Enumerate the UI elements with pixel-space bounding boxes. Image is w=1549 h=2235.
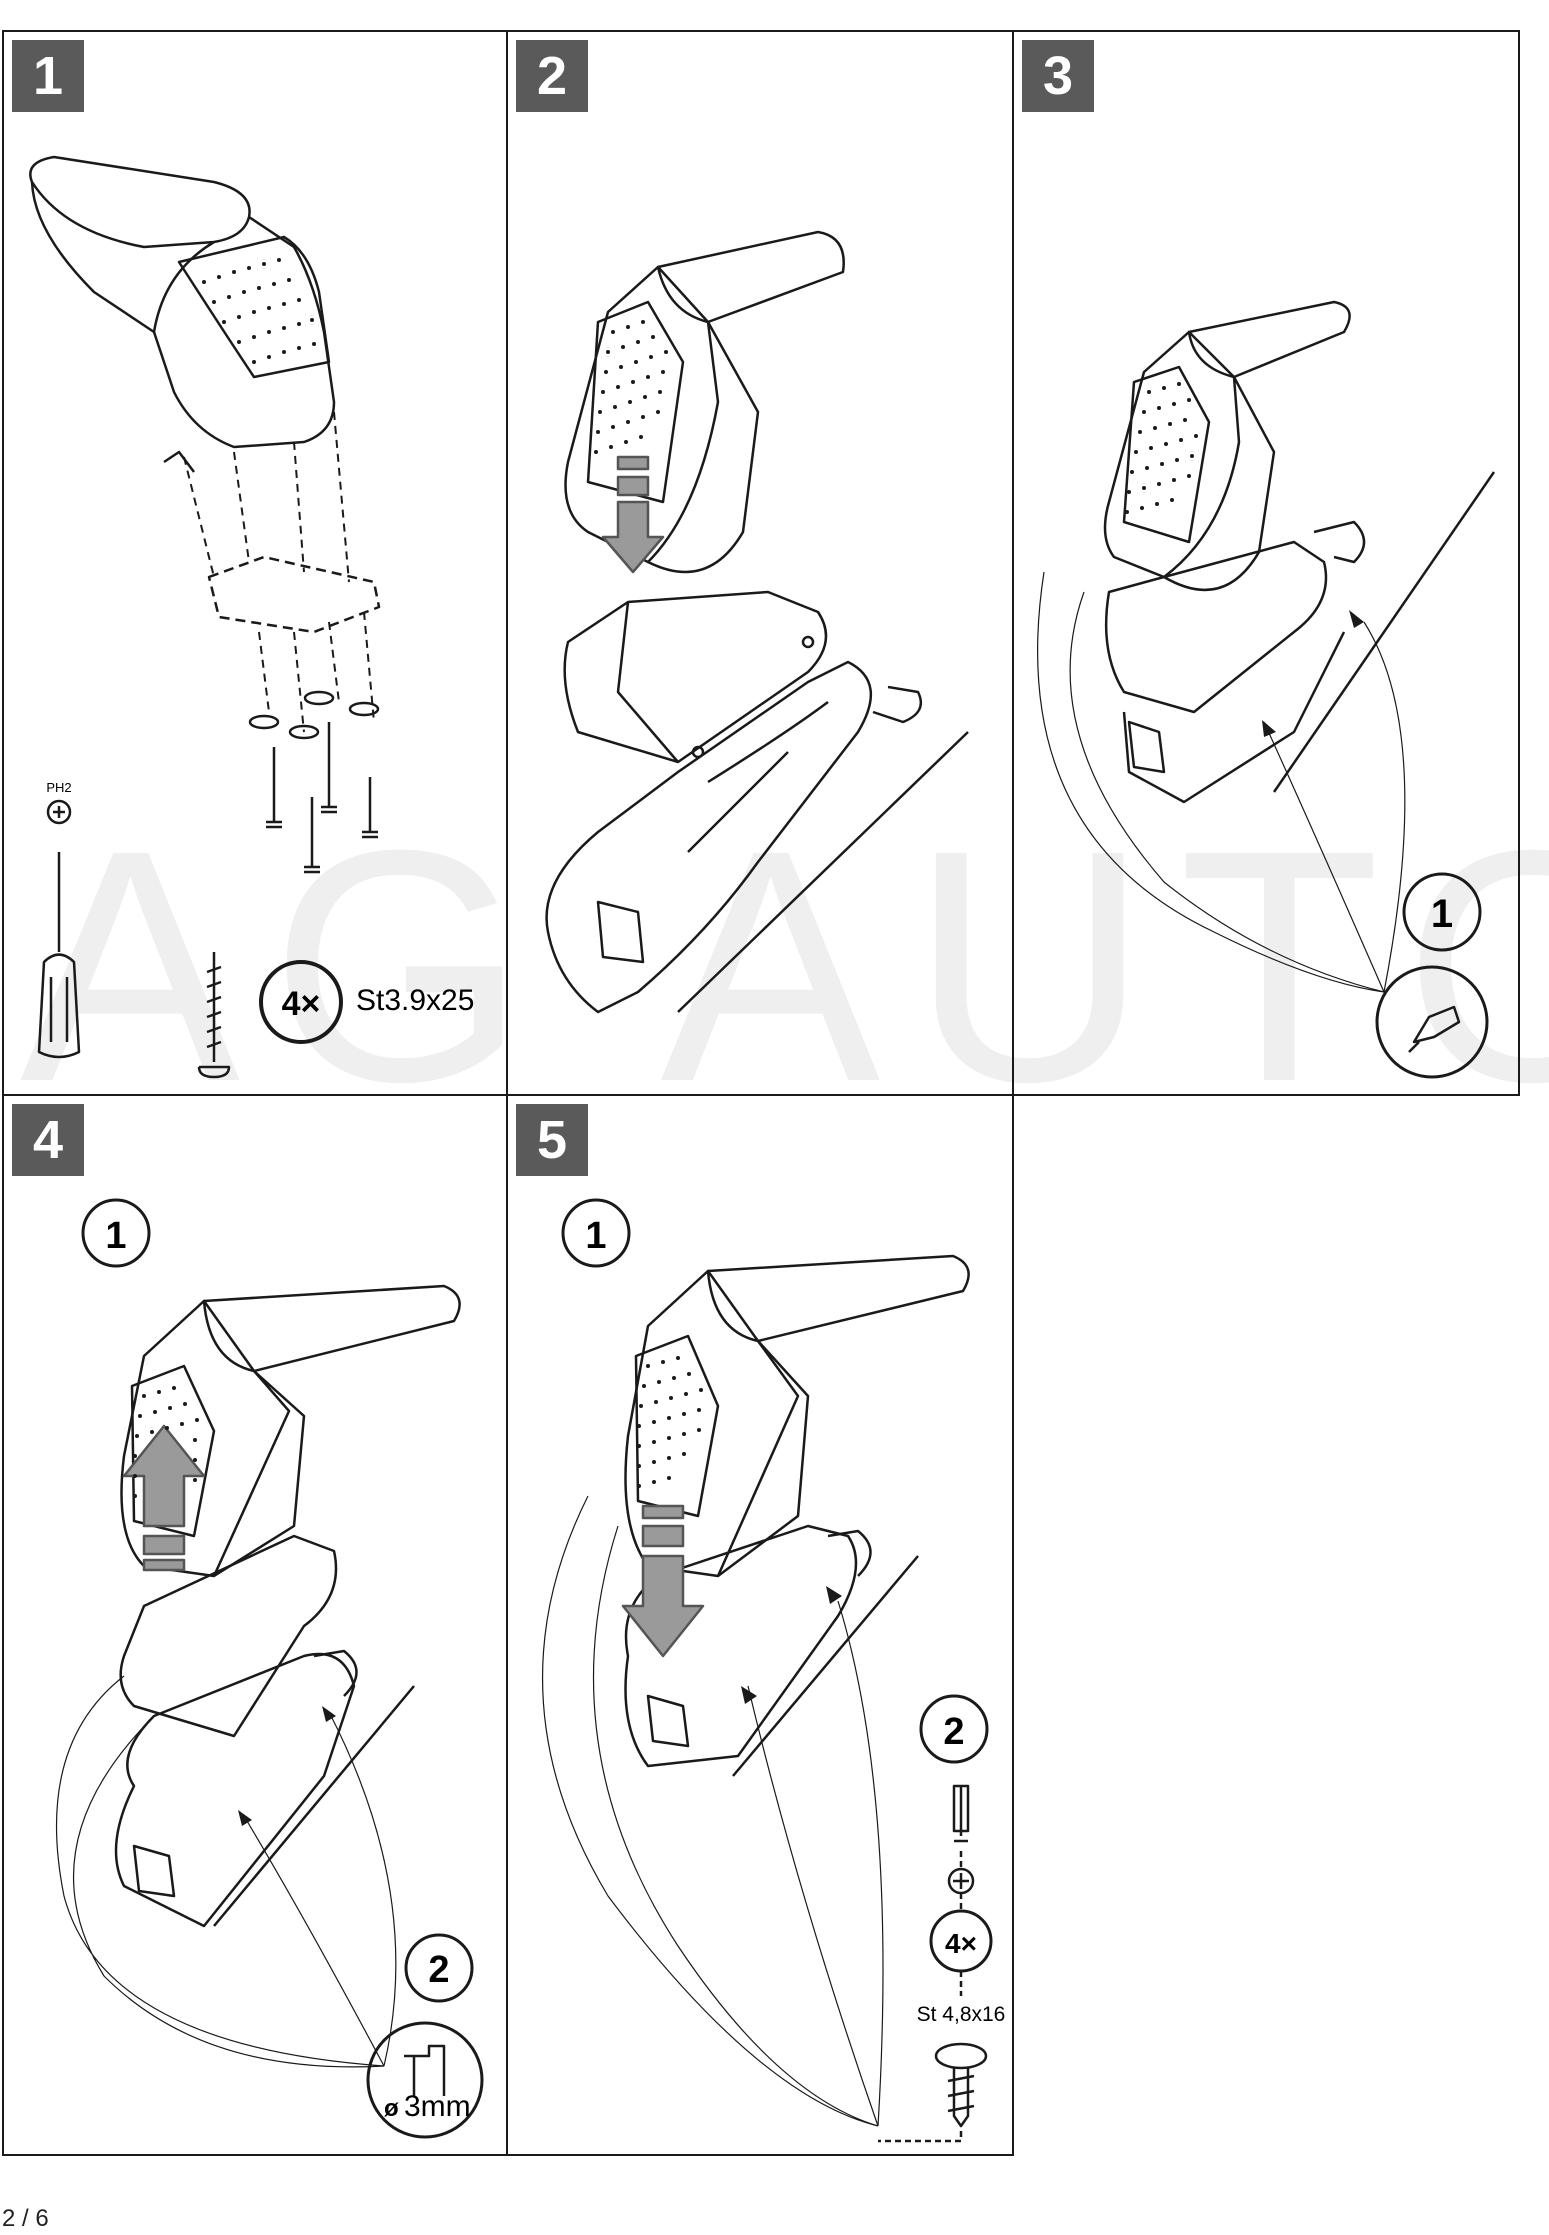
step-1-panel: 1 — [2, 30, 508, 1096]
step-5-callout-bottom: 2 — [943, 1711, 964, 1753]
screw-spec: St3.9x25 — [356, 984, 474, 1017]
page-number: 2 / 6 — [2, 2205, 49, 2232]
step-5-screw-spec: St 4,8x16 — [917, 2003, 1006, 2026]
step-3-panel: 3 — [1012, 30, 1520, 1096]
quantity-label: 4× — [282, 985, 321, 1023]
step-4-badge: 4 — [12, 1104, 84, 1176]
step-5-badge: 5 — [516, 1104, 588, 1176]
step-4-illustration: 1 2 ø 3mm — [55, 1198, 484, 2139]
step-5-illustration: 1 2 4× St 4,8x16 — [542, 1198, 1006, 2143]
step-3-badge: 3 — [1022, 40, 1094, 112]
step-4-callout-top: 1 — [105, 1215, 126, 1257]
drill-size: 3mm — [404, 2090, 471, 2123]
drill-symbol: ø — [384, 2095, 399, 2122]
step-5-callout-top: 1 — [585, 1215, 606, 1257]
step-2-illustration — [545, 230, 969, 1014]
step-5-quantity: 4× — [945, 1928, 977, 1959]
step-3-illustration: 1 — [1037, 300, 1496, 1079]
step-5-panel: 5 — [506, 1094, 1014, 2156]
step-4-panel: 4 — [2, 1094, 508, 2156]
step-1-illustration: PH2 4× St3.9x25 — [29, 155, 474, 1079]
step-2-panel: 2 — [506, 30, 1014, 1096]
step-1-badge: 1 — [12, 40, 84, 112]
step-2-badge: 2 — [516, 40, 588, 112]
tool-label: PH2 — [46, 780, 71, 795]
step-3-callout: 1 — [1431, 892, 1453, 936]
step-4-callout-bottom: 2 — [428, 1949, 449, 1991]
